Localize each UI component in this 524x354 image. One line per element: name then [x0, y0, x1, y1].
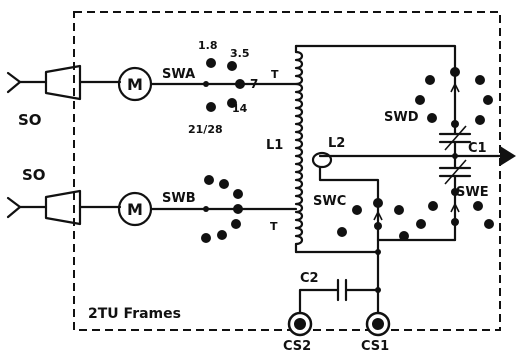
capacitor-swe-variable: [438, 154, 472, 194]
capacitor-c2: [298, 278, 380, 314]
input-arrow-upper: [6, 71, 48, 94]
swe-label: SWE: [456, 185, 489, 200]
frame-enclosure: [73, 11, 501, 331]
l2-label: L2: [328, 136, 345, 151]
switch-swe: [416, 188, 494, 242]
switch-swc: [337, 198, 409, 241]
switch-swb: [201, 175, 243, 243]
so-connector-upper: [44, 64, 82, 101]
band-label-21-28: 21/28: [188, 123, 223, 136]
so-label-upper: SO: [18, 111, 42, 129]
inductor-l2: [311, 151, 380, 242]
tap-label-lower: T: [270, 220, 278, 233]
band-label-1-8: 1.8: [198, 39, 218, 52]
capacitor-c1: [438, 122, 472, 158]
swa-label: SWA: [162, 67, 195, 82]
c2-label: C2: [300, 271, 319, 286]
socket-cs1: [365, 311, 391, 337]
switch-swd: [415, 67, 493, 128]
socket-cs2: [287, 311, 313, 337]
input-arrow-lower: [6, 196, 48, 219]
cs2-label: CS2: [283, 339, 311, 354]
inductor-l1: [294, 44, 304, 254]
meter-upper-label: M: [127, 75, 143, 94]
so-connector-lower: [44, 189, 82, 226]
tap-label-upper: T: [271, 68, 279, 81]
cs1-label: CS1: [361, 339, 389, 354]
swb-label: SWB: [162, 191, 196, 206]
meter-lower-label: M: [127, 200, 143, 219]
c1-label: C1: [468, 141, 487, 156]
so-label-lower: SO: [22, 166, 46, 184]
swc-label: SWC: [313, 194, 346, 209]
band-label-3-5: 3.5: [230, 47, 250, 60]
frame-label: 2TU Frames: [88, 306, 181, 322]
output-arrow: [500, 146, 516, 166]
switch-swa: [203, 58, 245, 112]
l1-label: L1: [266, 138, 283, 153]
band-label-14: 14: [232, 102, 248, 115]
swd-label: SWD: [384, 110, 419, 125]
